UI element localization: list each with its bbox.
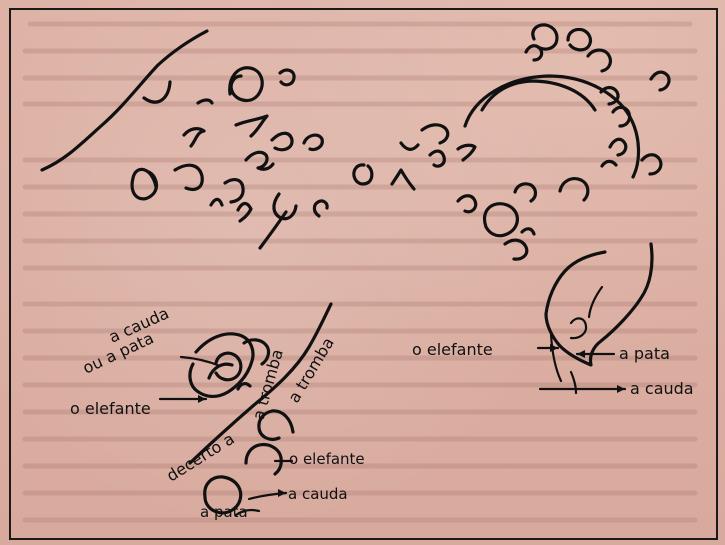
left-arrowhead-cauda [278,489,286,497]
right-cluster-7 [613,107,630,126]
squiggle-left-6 [314,201,327,216]
left-head-loop-small [238,384,250,389]
right-limb-inner-line [589,287,602,317]
right-arrowhead-pata [577,350,585,358]
curl-1 [230,68,262,101]
mid-top-zigzag [392,170,414,189]
label-a-pata-right: a pata [619,344,670,363]
right-cluster-11 [602,161,616,166]
squiggle-left-2 [225,180,243,202]
label-o-elefante-right: o elefante [412,340,493,359]
mid-oval-cluster-4 [505,240,527,259]
right-cluster-6 [651,72,669,90]
mid-top-hook [401,143,418,149]
right-arrowhead-elefante [550,344,558,352]
label-a-pata-bottom: a pata [200,503,248,521]
squiggle-left-4 [211,199,222,205]
upper-left-small-dot [198,100,212,103]
squiggle-left-1 [175,165,202,189]
right-arrowhead-cauda [617,385,625,393]
slash-mark [260,212,286,248]
label-o-elefante-left: o elefante [70,399,151,418]
right-inner-arc [482,81,595,110]
loop-left-1 [132,169,156,199]
mid-oval-cluster-3 [458,196,476,212]
label-o-elefante-bottom: o elefante [289,450,365,468]
mid-top-loop [354,165,372,184]
squiggle-left-5 [238,203,251,221]
upper-left-wing-mark [236,116,267,136]
right-cluster-9 [642,155,661,174]
right-cluster-4 [526,46,542,60]
mid-top-s [430,151,444,166]
upper-left-small-hook [144,82,170,102]
tiny-script-mark-3 [304,135,322,149]
mid-top-hook-2 [458,145,475,160]
label-a-cauda-right: a cauda [630,379,694,398]
label-a-cauda-bottom: a cauda [288,485,348,503]
label-a-tromba-1: a tromba [249,347,287,422]
right-cluster-10 [560,179,588,200]
left-pointer-arrow-tail [181,357,220,366]
upper-left-long-curve [42,31,207,170]
mid-oval-cluster-2 [515,184,536,201]
mid-oval-cluster-5 [522,229,534,234]
right-cluster-3 [588,50,610,71]
mid-oval-cluster-1 [484,204,517,236]
right-cluster-2 [568,29,590,49]
curl-2 [280,70,294,85]
left-lower-bump [246,444,281,474]
mid-top-squiggle-2 [422,125,448,143]
curl-3 [184,129,204,146]
right-cluster-8 [610,139,626,155]
right-limb-loop [571,318,586,338]
tiny-script-mark-1 [246,152,273,169]
tiny-script-mark-2 [272,133,292,149]
